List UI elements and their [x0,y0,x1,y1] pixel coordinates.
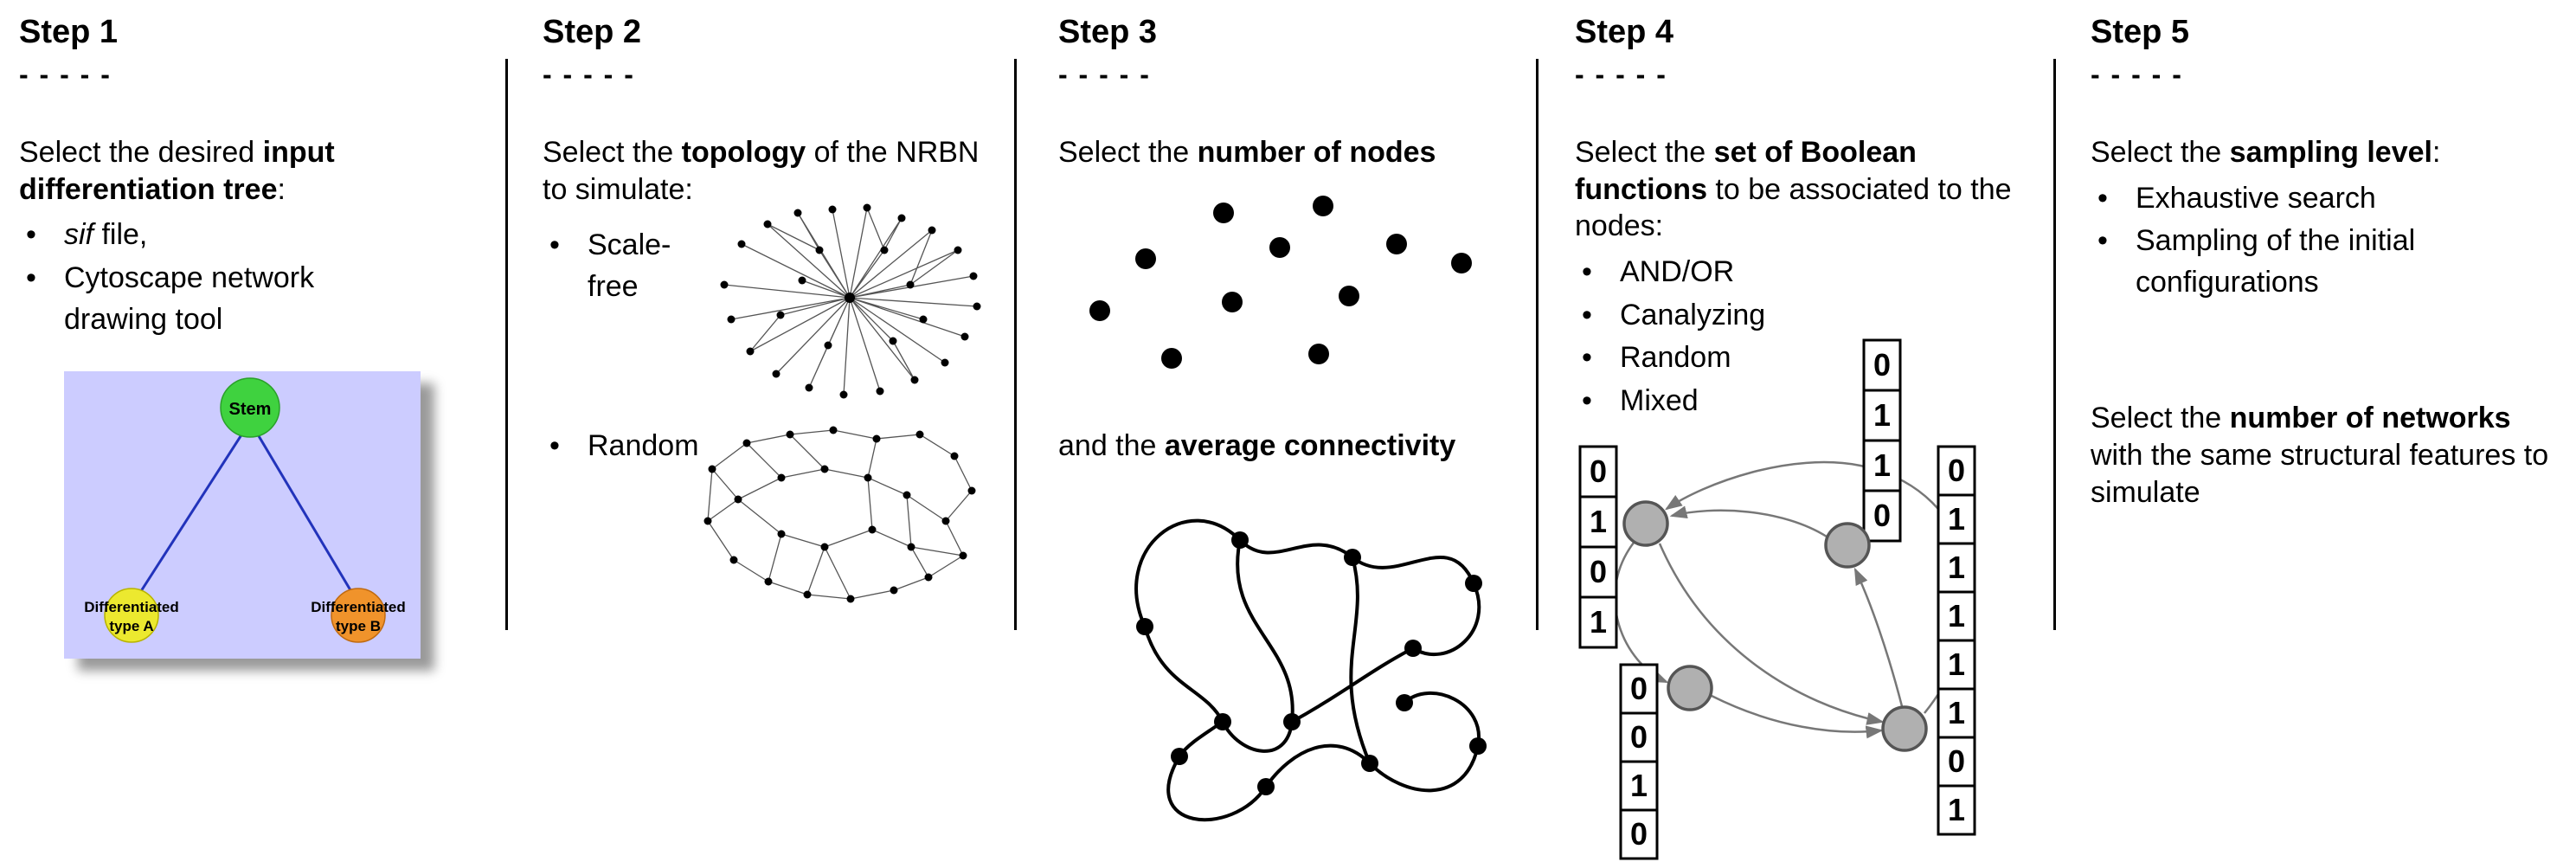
step-5-panel: Step 5 - - - - - Select the sampling lev… [2056,14,2576,845]
step-4-dashes: - - - - - [1575,58,1667,90]
step-5-instruction-2: Select the number of networks with the s… [2091,402,2549,509]
type-a-label-line2: type A [109,618,153,634]
scale-free-row: Scale-free [543,203,1002,408]
truth-table-top: 0 1 1 0 [1862,338,1902,543]
step-2-instruction: Select the topology of the NRBN to simul… [543,135,980,206]
bullet-random-topology: Random [543,426,699,467]
boolean-node-c [1667,665,1713,711]
truth-table-bottom-left: 0 0 1 0 [1619,663,1659,860]
differentiation-tree-figure: Stem Differentiated type A Differentiate… [64,371,421,659]
svg-text:1: 1 [1590,604,1607,640]
tangle-nodes [1136,531,1487,796]
svg-text:0: 0 [1873,498,1891,533]
step-5-bullet-list: Exhaustive search Sampling of the initia… [2091,178,2564,304]
column-divider [1536,59,1539,630]
random-network-figure [703,426,976,603]
step-4-title: Step 4 [1575,14,1674,50]
random-row: Random [543,424,1002,621]
boolean-node-b [1824,522,1871,569]
bullet-random-functions: Random [1575,338,2053,379]
type-b-label-line1: Differentiated [311,599,406,615]
svg-text:1: 1 [1948,550,1965,585]
type-a-label-line1: Differentiated [84,599,179,615]
svg-text:0: 0 [1948,743,1965,779]
svg-text:1: 1 [1948,695,1965,730]
svg-text:0: 0 [1873,347,1891,383]
stem-node [220,377,280,438]
step-4-instruction: Select the set of Boolean functions to b… [1575,135,2012,243]
nodes-dots-figure [1089,195,1472,369]
svg-text:1: 1 [1630,768,1648,803]
step-1-bullet-list: sif file, Cytoscape network drawing tool [19,215,497,340]
tree-edge-b [248,421,360,604]
type-b-label-line2: type B [336,618,381,634]
random-nodes [703,426,976,603]
scale-free-network-figure [720,203,981,399]
bullet-sampling-initial-configurations: Sampling of the initial configurations [2091,221,2564,303]
bullet-canalyzing: Canalyzing [1575,295,2053,337]
svg-text:1: 1 [1590,504,1607,539]
step-3-instruction: Select the number of nodes [1058,135,1436,169]
svg-text:0: 0 [1630,719,1648,755]
svg-text:0: 0 [1590,454,1607,489]
step-4-bullet-list: AND/OR Canalyzing Random Mixed [1575,252,2053,421]
svg-text:1: 1 [1948,501,1965,537]
column-divider [1014,59,1017,630]
node-dots [1089,195,1472,369]
connectivity-tangle-figure [1134,519,1487,822]
step-3-dashes: - - - - - [1058,58,1151,90]
step-5-title: Step 5 [2091,14,2190,50]
stem-node-label: Stem [229,400,272,419]
tangle-edges [1134,519,1481,822]
scale-free-nodes [720,203,981,399]
step-1-instruction: Select the desired input differentiation… [19,135,335,206]
svg-text:1: 1 [1873,397,1891,433]
step-1-panel: Step 1 - - - - - Select the desired inpu… [19,14,505,845]
step-2-dashes: - - - - - [543,58,635,90]
bullet-sif-file: sif file, [19,215,497,256]
step-2-title: Step 2 [543,14,642,50]
step-3-title: Step 3 [1058,14,1158,50]
step-2-panel: Step 2 - - - - - Select the topology of … [508,14,1014,845]
svg-text:0: 0 [1630,671,1648,706]
svg-text:0: 0 [1948,453,1965,488]
svg-text:1: 1 [1948,598,1965,634]
bullet-and-or: AND/OR [1575,252,2053,293]
truth-table-right: 0 1 1 1 1 1 0 1 [1937,445,1976,836]
boolean-functions-figure: 0 1 1 0 0 1 0 1 0 [1578,338,1976,860]
step-1-dashes: - - - - - [19,58,112,90]
step-5-instruction: Select the sampling level: [2091,135,2441,169]
bullet-scale-free: Scale-free [543,225,698,307]
differentiated-type-b-node [331,588,386,643]
bullet-exhaustive-search: Exhaustive search [2091,178,2564,220]
bullet-cytoscape-tool: Cytoscape network drawing tool [19,258,497,340]
step-1-title: Step 1 [19,14,119,50]
differentiated-type-a-node [104,588,159,643]
column-divider [505,59,508,630]
step-5-dashes: - - - - - [2091,58,2183,90]
truth-table-left: 0 1 0 1 [1578,445,1618,649]
random-edges [706,429,973,600]
column-divider [2053,59,2056,630]
svg-text:0: 0 [1590,554,1607,589]
boolean-network-nodes [1622,500,1928,752]
svg-text:1: 1 [1948,792,1965,827]
tree-edge-a [132,421,252,604]
svg-text:1: 1 [1948,646,1965,682]
step-3-panel: Step 3 - - - - - Select the number of no… [1017,14,1536,845]
bullet-mixed: Mixed [1575,381,2053,422]
step-4-panel: Step 4 - - - - - Select the set of Boole… [1539,14,2053,860]
boolean-node-d [1881,705,1928,752]
boolean-node-a [1622,500,1669,547]
step-3-instruction-2: and the average connectivity [1058,428,1456,462]
svg-text:0: 0 [1630,816,1648,852]
svg-text:1: 1 [1873,447,1891,483]
